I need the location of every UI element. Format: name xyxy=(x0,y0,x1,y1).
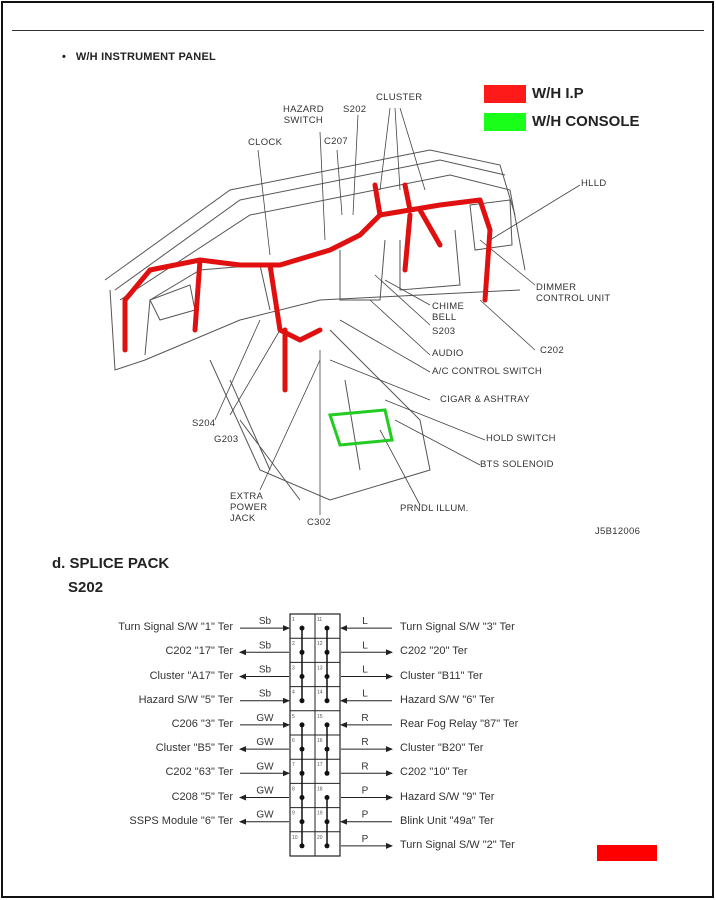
wire-color-right: L xyxy=(362,640,368,651)
callout-dimmer-control-unit: DIMMER CONTROL UNIT xyxy=(536,282,611,304)
callout-bts-solenoid: BTS SOLENOID xyxy=(480,459,554,470)
callout-cigar-ashtray: CIGAR & ASHTRAY xyxy=(440,394,530,405)
wire-color-left: GW xyxy=(256,737,274,748)
callout-hlld: HLLD xyxy=(581,178,607,189)
splice-terminal-right: Turn Signal S/W "3" Ter xyxy=(400,621,515,634)
wire-color-left: GW xyxy=(256,761,274,772)
callout-s203: S203 xyxy=(432,326,456,337)
ip-harness xyxy=(122,182,493,393)
splice-terminal-right: C202 "10" Ter xyxy=(400,766,468,779)
wire-color-right: R xyxy=(361,713,368,724)
wire-color-right: R xyxy=(361,761,368,772)
callout-cluster: CLUSTER xyxy=(376,92,423,103)
pin-number: 5 xyxy=(292,714,295,720)
wire-color-right: L xyxy=(362,665,368,676)
wire-color-right: R xyxy=(361,737,368,748)
splice-terminal-right: Hazard S/W "9" Ter xyxy=(400,790,495,803)
pin-number: 16 xyxy=(317,738,323,744)
splice-terminal-left: Cluster "B5" Ter xyxy=(155,742,233,755)
pin-number: 6 xyxy=(292,738,295,744)
splice-terminal-left: SSPS Module "6" Ter xyxy=(129,814,233,827)
wire-color-left: Sb xyxy=(259,665,272,676)
callout-g203: G203 xyxy=(214,434,239,445)
callout-s202: S202 xyxy=(343,104,367,115)
callout-hazard-switch: HAZARD SWITCH xyxy=(283,104,324,126)
wire-color-left: Sb xyxy=(259,616,272,627)
pin-number: 15 xyxy=(317,714,323,720)
heading-text: W/H INSTRUMENT PANEL xyxy=(75,51,216,63)
figure-code: J5B12006 xyxy=(595,526,641,537)
splice-terminal-left: Hazard S/W "5" Ter xyxy=(138,693,233,706)
wire-color-left: GW xyxy=(256,810,274,821)
splice-terminal-left: C206 "3" Ter xyxy=(171,717,233,730)
callout-c207: C207 xyxy=(324,136,348,147)
splice-pack-heading: d. SPLICE PACK xyxy=(52,555,170,572)
legend-swatch-console xyxy=(484,113,526,131)
wire-color-left: Sb xyxy=(259,640,272,651)
wire-color-left: Sb xyxy=(259,689,272,700)
callout-prndl-illum: PRNDL ILLUM. xyxy=(400,503,469,514)
pin-number: 10 xyxy=(292,835,298,841)
wire-color-left: GW xyxy=(256,713,274,724)
splice-terminal-right: C202 "20" Ter xyxy=(400,645,468,658)
splice-terminal-right: Cluster "B11" Ter xyxy=(400,669,483,682)
corner-tab xyxy=(597,845,657,861)
pin-number: 11 xyxy=(317,617,322,623)
splice-terminal-left: C202 "63" Ter xyxy=(165,766,233,779)
header-rule xyxy=(12,30,704,31)
pin-number: 17 xyxy=(317,762,323,768)
wire-color-right: P xyxy=(362,834,369,845)
legend-label-ip: W/H I.P xyxy=(532,85,584,102)
pin-number: 19 xyxy=(317,811,323,817)
pin-number: 1 xyxy=(292,617,295,623)
splice-terminal-left: Cluster "A17" Ter xyxy=(149,669,233,682)
dash-top-outline xyxy=(104,149,516,281)
splice-terminal-left: C208 "5" Ter xyxy=(171,790,233,803)
pin-number: 20 xyxy=(317,835,323,841)
callout-ac-control-switch: A/C CONTROL SWITCH xyxy=(432,366,543,377)
splice-terminal-right: Cluster "B20" Ter xyxy=(400,742,484,755)
pin-number: 14 xyxy=(317,690,323,696)
pin-number: 8 xyxy=(292,786,295,792)
splice-terminal-right: Turn Signal S/W "2" Ter xyxy=(400,838,515,851)
section-heading: • W/H INSTRUMENT PANEL xyxy=(62,51,216,63)
callout-extra-power-jack: EXTRA POWER JACK xyxy=(230,491,268,524)
console-harness xyxy=(327,408,394,447)
splice-terminal-left: C202 "17" Ter xyxy=(165,645,233,658)
pin-number: 7 xyxy=(292,762,295,768)
splice-terminal-right: Rear Fog Relay "87" Ter xyxy=(400,717,519,730)
bullet: • xyxy=(62,51,67,63)
legend-label-console: W/H CONSOLE xyxy=(532,113,640,130)
pin-number: 2 xyxy=(292,641,295,647)
legend-swatch-ip xyxy=(484,85,526,103)
wire-color-right: L xyxy=(362,616,368,627)
wire-color-right: L xyxy=(362,689,368,700)
splice-terminal-right: Blink Unit "49a" Ter xyxy=(400,814,494,827)
callout-c202: C202 xyxy=(540,345,564,356)
splice-terminal-left: Turn Signal S/W "1" Ter xyxy=(118,621,233,634)
callout-s204: S204 xyxy=(192,418,216,429)
pin-number: 12 xyxy=(317,641,323,647)
pin-number: 3 xyxy=(292,665,295,671)
pin-number: 18 xyxy=(317,786,323,792)
instrument-panel-drawing xyxy=(104,107,581,515)
callout-hold-switch: HOLD SWITCH xyxy=(486,433,556,444)
callout-audio: AUDIO xyxy=(432,348,464,359)
wire-color-right: P xyxy=(362,786,369,797)
splice-name: S202 xyxy=(68,579,104,596)
pin-number: 9 xyxy=(292,811,295,817)
callout-chime-bell: CHIME BELL xyxy=(432,301,465,323)
callout-clock: CLOCK xyxy=(248,137,283,148)
pin-number: 4 xyxy=(292,690,295,696)
splice-terminal-right: Hazard S/W "6" Ter xyxy=(400,693,495,706)
wire-color-right: P xyxy=(362,810,369,821)
wire-color-left: GW xyxy=(256,786,274,797)
pin-number: 13 xyxy=(317,665,323,671)
callout-c302: C302 xyxy=(307,517,331,528)
